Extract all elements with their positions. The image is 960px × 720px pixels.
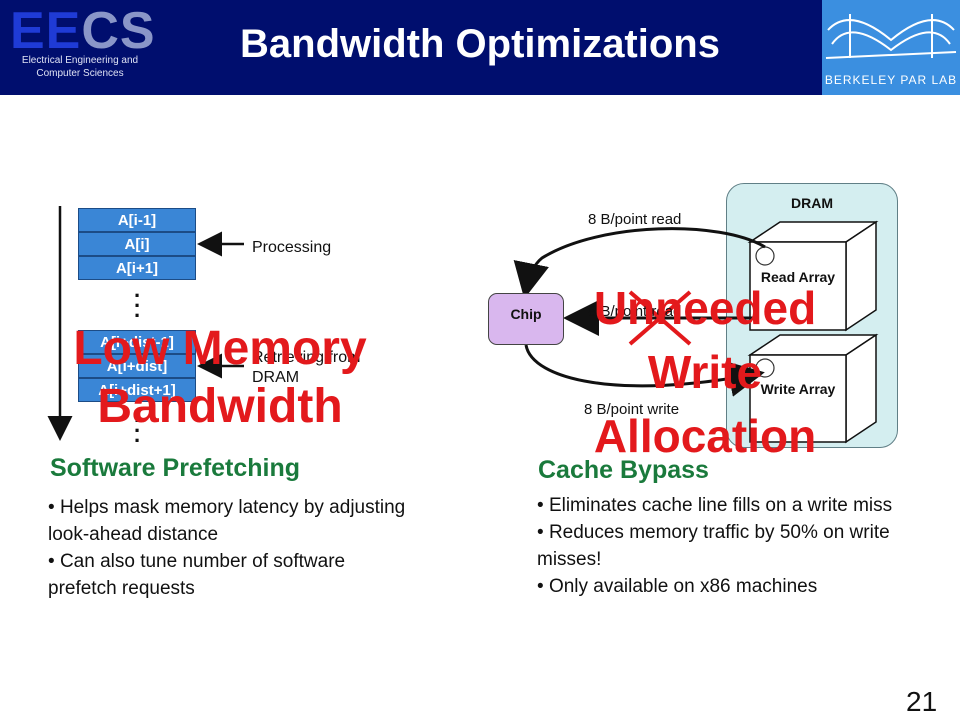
array-cell: A[i] <box>78 232 196 256</box>
ellipsis-dots: ... <box>134 402 141 447</box>
read-array-label: Read Array <box>760 269 836 285</box>
bullet-item: • Helps mask memory latency by adjusting… <box>48 497 406 545</box>
eecs-logo: EECS Electrical Engineering and Computer… <box>0 0 160 95</box>
eecs-logo-subtitle: Electrical Engineering and Computer Scie… <box>21 55 139 79</box>
par-lab-logo: BERKELEY PAR LAB <box>822 0 960 95</box>
bridge-icon <box>825 14 957 59</box>
unneeded-write-allocation-overlay: Unneeded Write Allocation <box>593 282 817 462</box>
par-lab-text: BERKELEY PAR LAB <box>824 73 958 87</box>
bullet-item: • Only available on x86 machines <box>537 576 818 597</box>
pointer-arrows <box>197 231 244 379</box>
slide-title: Bandwidth Optimizations <box>240 22 720 66</box>
array-cell: A[i-1] <box>78 208 196 232</box>
bypass-bullets: • Eliminates cache line fills on a write… <box>537 492 897 600</box>
software-prefetching-title: Software Prefetching <box>50 454 301 482</box>
array-cell: A[i+dist] <box>78 354 196 378</box>
bullet-item: • Reduces memory traffic by 50% on write… <box>537 522 890 570</box>
dram-label: DRAM <box>791 195 833 211</box>
page-number: 21 <box>906 686 938 717</box>
eecs-logo-word: EECS <box>10 2 156 60</box>
cross-out-icon <box>628 290 692 346</box>
array-cell: A[i+dist+1] <box>78 378 196 402</box>
chip-box: Chip <box>488 293 564 345</box>
low-memory-bandwidth-overlay: Low Memory Bandwidth <box>73 322 367 433</box>
write-flow-arrow <box>524 344 765 397</box>
prefetch-arrows <box>47 206 73 441</box>
array-cell: A[i+1] <box>78 256 196 280</box>
read-array-cube <box>747 220 879 332</box>
cache-bypass-title: Cache Bypass <box>538 456 709 484</box>
write-array-cube <box>747 333 879 444</box>
bullet-item: • Can also tune number of software prefe… <box>48 551 346 599</box>
cache-bypass-diagram <box>513 220 879 444</box>
array-cell: A[i+dist-1] <box>78 330 196 354</box>
write-flow-label: 8 B/point write <box>584 401 680 418</box>
processing-label: Processing <box>252 239 332 256</box>
mid-flow-label: 8 B/point read <box>588 303 682 320</box>
write-array-label: Write Array <box>760 381 836 397</box>
prefetch-bullets: • Helps mask memory latency by adjusting… <box>48 494 408 602</box>
read-flow-arrow <box>513 227 766 299</box>
retrieving-label: Retrieving from DRAM <box>252 349 361 386</box>
header-bar: EECS Electrical Engineering and Computer… <box>0 0 960 95</box>
read-flow-label: 8 B/point read <box>588 211 682 228</box>
ellipsis-dots: ... <box>134 277 141 322</box>
bullet-item: • Eliminates cache line fills on a write… <box>537 495 893 516</box>
